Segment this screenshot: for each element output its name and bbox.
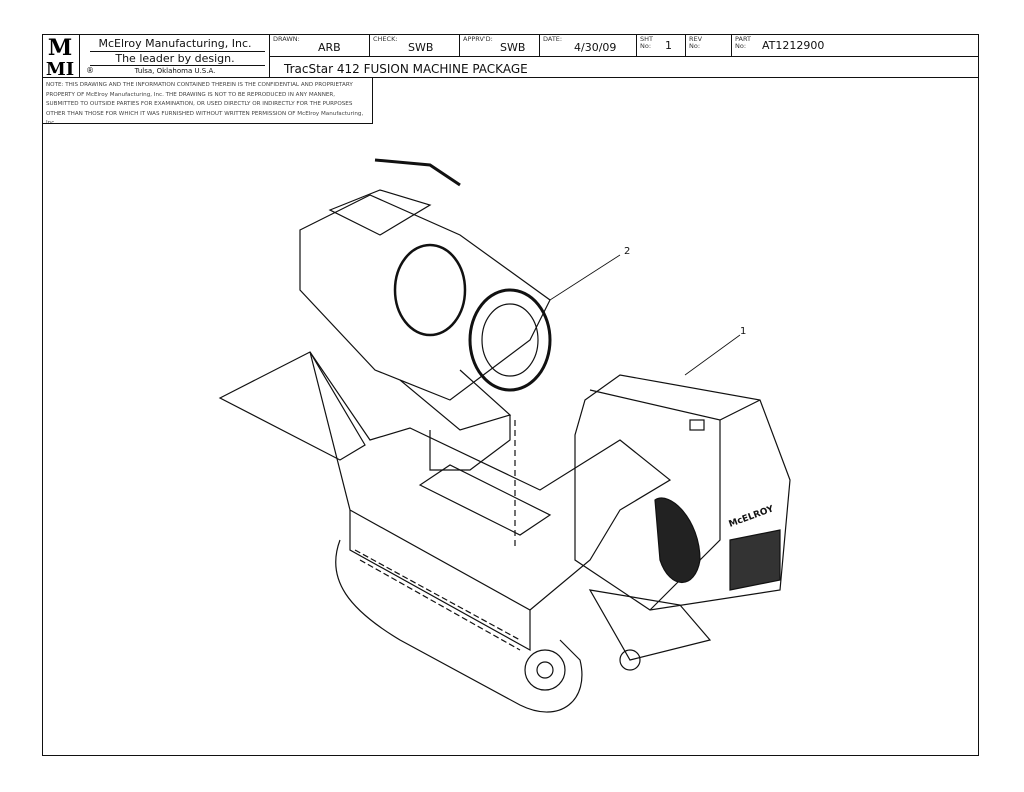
- rev-cell: REV No:: [686, 34, 732, 56]
- machine-illustration: McELROY: [218, 158, 791, 713]
- callout-2: 2: [624, 246, 631, 257]
- svg-text:M: M: [48, 35, 72, 61]
- callout-leaders: [549, 254, 741, 376]
- slogan: The leader by design.: [115, 52, 235, 65]
- confidentiality-note: NOTE: THIS DRAWING AND THE INFORMATION C…: [42, 77, 373, 124]
- approved-value: SWB: [500, 41, 526, 54]
- approved-cell: APPRV'D:SWB: [460, 34, 540, 56]
- power-unit: McELROY: [574, 374, 791, 611]
- check-cell: CHECK:SWB: [370, 34, 460, 56]
- tracked-carrier-chassis: [218, 351, 712, 713]
- fusion-machine: [299, 158, 552, 550]
- location: Tulsa, Oklahoma U.S.A.: [134, 67, 216, 75]
- sheet-value: 1: [665, 39, 672, 52]
- part-value: AT1212900: [762, 39, 825, 52]
- brand-decal: McELROY: [728, 504, 776, 530]
- registered-icon: ®: [86, 66, 94, 75]
- check-value: SWB: [408, 41, 434, 54]
- company-name: McElroy Manufacturing, Inc.: [98, 37, 252, 50]
- date-value: 4/30/09: [574, 41, 617, 54]
- svg-text:MI: MI: [46, 59, 74, 77]
- date-cell: DATE:4/30/09: [540, 34, 637, 56]
- drawing-title: TracStar 412 FUSION MACHINE PACKAGE: [284, 62, 528, 76]
- logo: M MI: [42, 34, 80, 80]
- callout-1: 1: [740, 326, 747, 337]
- drawn-cell: DRAWN:ARB: [270, 34, 370, 56]
- sheet-cell: SHT No:1: [637, 34, 686, 56]
- drawn-value: ARB: [318, 41, 341, 54]
- part-cell: PART No:AT1212900: [735, 35, 825, 53]
- drawing-frame: [42, 34, 979, 756]
